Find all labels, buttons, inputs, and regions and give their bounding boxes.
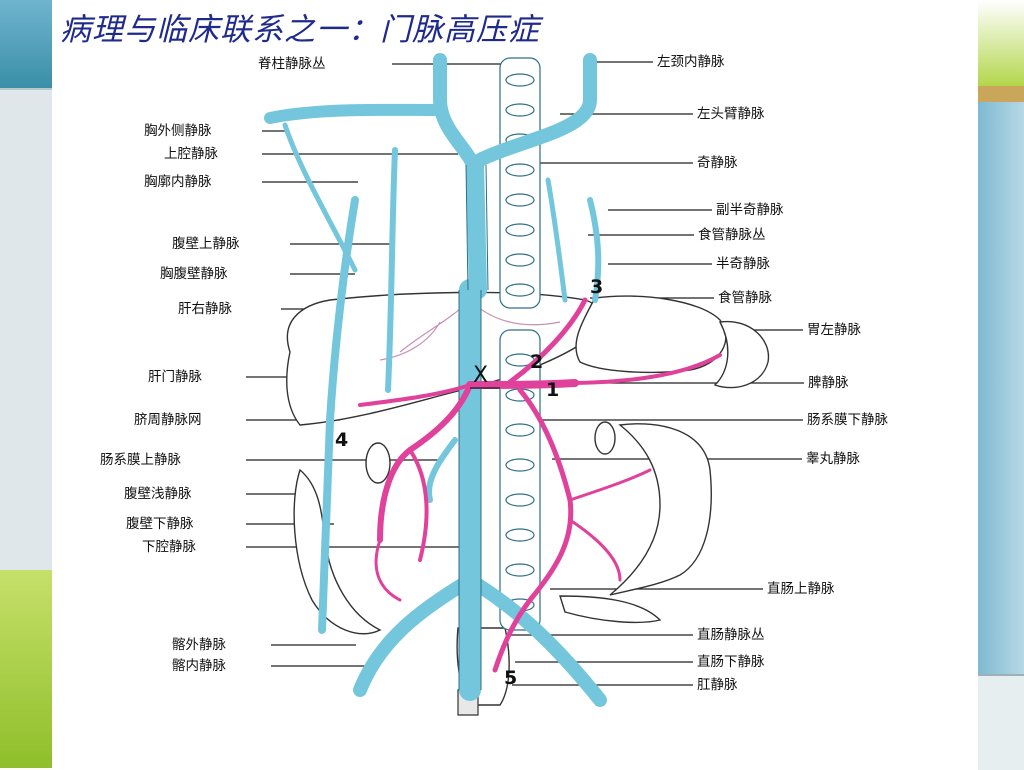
label-left-gastric-vein: 胃左静脉 (807, 322, 861, 338)
label-splenic-vein: 脾静脉 (808, 375, 849, 391)
right-decor-strip (978, 0, 1024, 770)
label-accessory-hemiazygos-vein: 副半奇静脉 (716, 202, 784, 218)
colon-outline (293, 423, 712, 635)
right-strip-teal (978, 102, 1024, 674)
label-azygos-vein: 奇静脉 (697, 155, 738, 171)
label-inferior-rectal-vein: 直肠下静脉 (697, 654, 765, 670)
right-kidney (594, 421, 616, 455)
systemic-veins (264, 53, 607, 707)
label-superior-rectal-vein: 直肠上静脉 (767, 581, 835, 597)
label-superior-mesenteric-vein: 肠系膜上静脉 (100, 452, 181, 468)
label-internal-thoracic-vein: 胸廓内静脉 (144, 174, 212, 190)
label-thoracoepigastric-vein: 胸腹壁静脉 (160, 266, 228, 282)
marker-3: 3 (590, 276, 604, 298)
label-external-iliac-vein: 髂外静脉 (172, 637, 226, 653)
label-esophageal-venous-plexus: 食管静脉丛 (698, 227, 766, 243)
label-lateral-thoracic-vein: 胸外侧静脉 (144, 123, 212, 139)
label-vertebral-venous-plexus: 脊柱静脉丛 (258, 56, 326, 72)
portal-veins (358, 297, 722, 673)
label-inferior-mesenteric-vein: 肠系膜下静脉 (807, 412, 888, 428)
right-strip-lime (978, 0, 1024, 86)
label-right-hepatic-vein: 肝右静脉 (178, 301, 232, 317)
marker-block-x: X (473, 363, 489, 388)
systemic-vein-outlines (458, 164, 489, 690)
spleen-outline (713, 320, 770, 389)
slide-title: 病理与临床联系之一：门脉高压症 (60, 12, 540, 48)
label-paraumbilical-venous-network: 脐周静脉网 (134, 412, 202, 428)
left-decor-strip (0, 0, 52, 768)
left-strip-lime (0, 570, 52, 768)
label-hemiazygos-vein: 半奇静脉 (716, 256, 770, 272)
right-strip-gray (978, 674, 1024, 770)
marker-1: 1 (546, 379, 560, 401)
label-rectal-venous-plexus: 直肠静脉丛 (697, 627, 765, 643)
label-left-brachiocephalic-vein: 左头臂静脉 (697, 106, 765, 122)
label-left-internal-jugular-vein: 左颈内静脉 (657, 54, 725, 70)
left-strip-gray (0, 88, 52, 572)
marker-2: 2 (530, 351, 544, 373)
left-strip-teal (0, 0, 52, 88)
label-inferior-epigastric-vein: 腹壁下静脉 (126, 516, 194, 532)
label-internal-iliac-vein: 髂内静脉 (172, 658, 226, 674)
right-strip-tan (978, 86, 1024, 102)
label-superior-vena-cava: 上腔静脉 (164, 146, 218, 162)
label-esophageal-vein: 食管静脉 (718, 290, 772, 306)
label-inferior-vena-cava: 下腔静脉 (142, 539, 196, 555)
marker-4: 4 (335, 429, 349, 451)
label-hepatic-portal-vein: 肝门静脉 (148, 369, 202, 385)
label-anal-vein: 肛静脉 (697, 677, 738, 693)
left-kidney (365, 442, 391, 484)
label-superior-epigastric-vein: 腹壁上静脉 (172, 236, 240, 252)
marker-5: 5 (504, 667, 518, 689)
label-superficial-epigastric-vein: 腹壁浅静脉 (124, 486, 192, 502)
label-testicular-vein: 睾丸静脉 (806, 451, 860, 467)
vertebral-column (499, 57, 541, 631)
